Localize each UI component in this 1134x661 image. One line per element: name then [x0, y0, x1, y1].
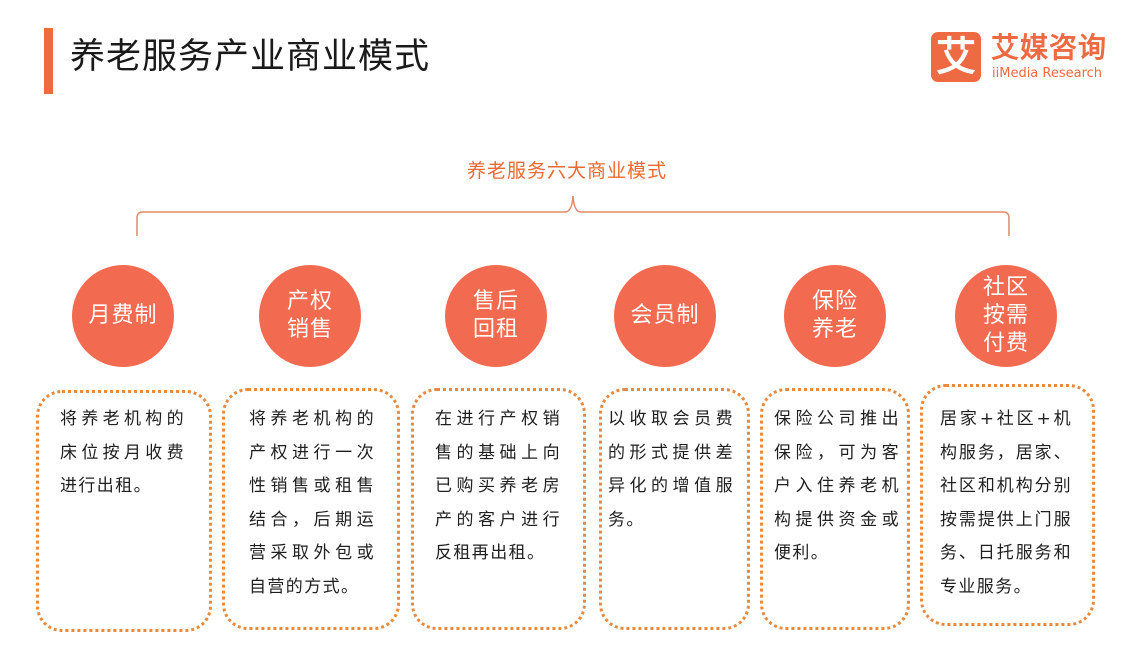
model-description-3: 在进行产权销售的基础上向已购买养老房产的客户进行反租再出租。	[435, 409, 561, 563]
logo-glyph: 艾	[936, 34, 976, 80]
model-card-3: 在进行产权销售的基础上向已购买养老房产的客户进行反租再出租。	[411, 388, 586, 630]
model-name-3: 售后 回租	[472, 289, 519, 342]
model-circle-2: 产权 销售	[259, 265, 361, 367]
model-circle-3: 售后 回租	[445, 265, 547, 367]
model-circle-6: 社区 按需 付费	[955, 265, 1057, 367]
model-card-5: 保险公司推出保险，可为客户入住养老机构提供资金或便利。	[760, 388, 910, 630]
logo-name-en: iiMedia Research	[992, 66, 1103, 81]
model-name-2: 产权 销售	[286, 289, 333, 342]
model-card-2: 将养老机构的产权进行一次性销售或租售结合，后期运营采取外包或自营的方式。	[222, 388, 400, 630]
model-card-1: 将养老机构的床位按月收费进行出租。	[36, 390, 212, 632]
model-name-5: 保险 养老	[811, 289, 858, 342]
diagram-title: 养老服务六大商业模式	[466, 160, 667, 182]
model-card-4: 以收取会员费的形式提供差异化的增值服务。	[599, 388, 750, 630]
title-accent-bar	[44, 28, 53, 94]
model-name-4: 会员制	[630, 303, 700, 328]
brand-logo: 艾 艾媒咨询 iiMedia Research	[931, 32, 1111, 84]
model-description-1: 将养老机构的床位按月收费进行出租。	[60, 409, 185, 496]
logo-mark-icon	[931, 32, 981, 82]
model-circle-5: 保险 养老	[784, 265, 886, 367]
model-name-6: 社区 按需 付费	[982, 275, 1029, 356]
model-description-5: 保险公司推出保险，可为客户入住养老机构提供资金或便利。	[774, 409, 900, 563]
logo-name-cn: 艾媒咨询	[991, 31, 1108, 64]
model-circle-4: 会员制	[614, 265, 716, 367]
page-title: 养老服务产业商业模式	[70, 37, 431, 77]
model-description-2: 将养老机构的产权进行一次性销售或租售结合，后期运营采取外包或自营的方式。	[249, 409, 375, 597]
model-card-6: 居家+社区+机构服务，居家、社区和机构分别按需提供上门服务、日托服务和专业服务。	[920, 384, 1095, 626]
model-description-4: 以收取会员费的形式提供差异化的增值服务。	[608, 409, 734, 530]
model-description-6: 居家+社区+机构服务，居家、社区和机构分别按需提供上门服务、日托服务和专业服务。	[940, 409, 1072, 597]
model-circle-1: 月费制	[72, 265, 174, 367]
model-name-1: 月费制	[88, 303, 158, 328]
